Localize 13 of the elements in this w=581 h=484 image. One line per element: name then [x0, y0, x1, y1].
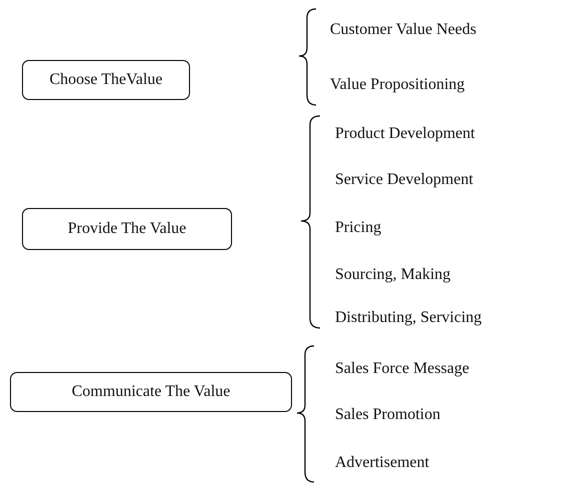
list-item-text: Pricing — [335, 218, 382, 238]
process-box: Provide The Value — [22, 208, 232, 250]
list-item-text: Customer Value Needs — [330, 20, 476, 40]
list-item-text: Product Development — [335, 124, 475, 144]
process-box: Choose TheValue — [22, 60, 190, 100]
list-item-text: Service Development — [335, 170, 474, 190]
list-item-text: Value Propositioning — [330, 75, 465, 95]
list-item-text: Distributing, Servicing — [335, 308, 482, 328]
list-item-text: Sales Force Message — [335, 359, 470, 379]
list-item-text: Advertisement — [335, 453, 430, 473]
process-box: Communicate The Value — [10, 372, 292, 412]
list-item-text: Sourcing, Making — [335, 265, 451, 285]
list-item-text: Sales Promotion — [335, 405, 440, 425]
